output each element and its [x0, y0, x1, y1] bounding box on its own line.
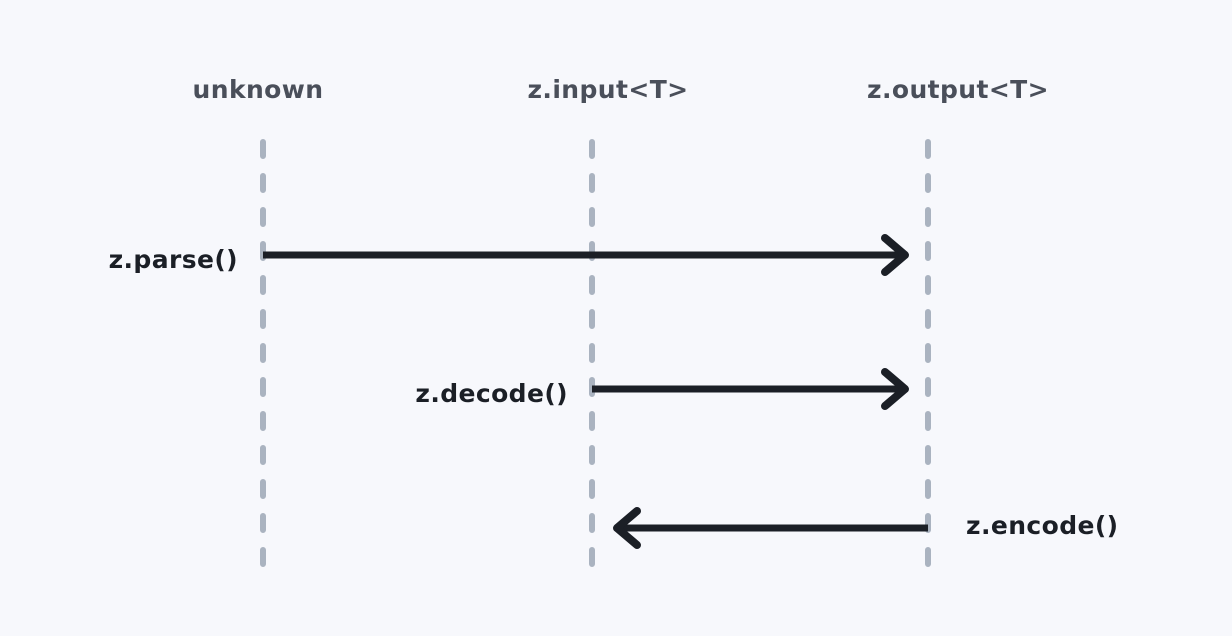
message-label-encode: z.encode() [966, 511, 1119, 540]
participant-z-input[interactable]: z.input<T> [527, 75, 688, 571]
participant-unknown[interactable]: unknown [193, 75, 324, 571]
message-decode[interactable]: z.decode() [415, 368, 909, 410]
arrowhead-left-icon [613, 507, 641, 549]
arrowhead-right-icon [881, 368, 909, 410]
participant-z-output[interactable]: z.output<T> [867, 75, 1049, 571]
message-label-decode: z.decode() [415, 379, 568, 408]
arrowhead-right-icon [881, 234, 909, 276]
participant-label-z-output: z.output<T> [867, 75, 1049, 104]
participant-label-z-input: z.input<T> [527, 75, 688, 104]
message-parse[interactable]: z.parse() [109, 234, 909, 276]
participant-label-unknown: unknown [193, 75, 324, 104]
message-encode[interactable]: z.encode() [613, 507, 1119, 549]
message-label-parse: z.parse() [109, 245, 238, 274]
